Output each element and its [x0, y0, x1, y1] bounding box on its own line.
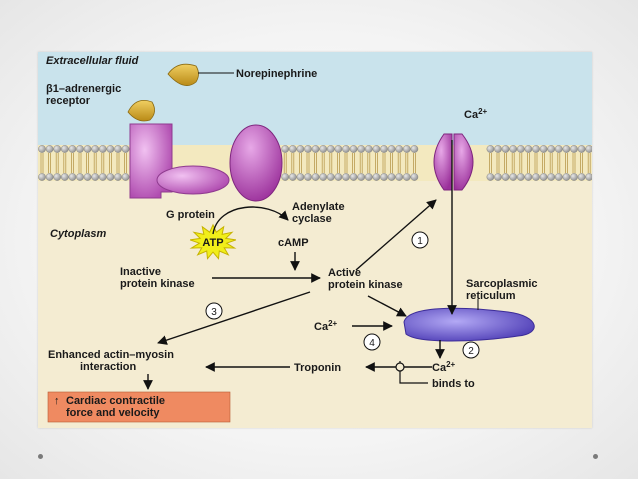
sarcoplasmic-label-1: Sarcoplasmic: [466, 278, 538, 290]
kinase-to-channel-arrow: [355, 199, 437, 271]
active-kinase-label-1: Active: [328, 267, 361, 279]
step-4-label: 4: [369, 338, 375, 349]
cytoplasm-label: Cytoplasm: [50, 228, 106, 240]
step-3-label: 3: [211, 307, 217, 318]
atp-burst: [189, 223, 237, 260]
step-2-label: 2: [468, 346, 474, 357]
kinase-to-enhanced-arrow: [157, 291, 311, 345]
sarcoplasmic-label-2: reticulum: [466, 290, 516, 302]
calcium-in-charge: 2+: [328, 319, 337, 328]
enhanced-interaction-label-1: Enhanced actin–myosin: [48, 349, 174, 361]
step-1-label: 1: [417, 236, 423, 247]
extracellular-fluid-label: Extracellular fluid: [46, 55, 139, 67]
g-protein-shape: [156, 165, 230, 195]
binds-to-node: [395, 362, 405, 372]
step-2-circle: [462, 341, 480, 359]
cell-membrane: [38, 145, 592, 181]
kinase-to-sr-arrow: [367, 295, 407, 317]
adenylate-cyclase-shape: [229, 124, 283, 202]
calcium-top-symbol: Ca: [464, 109, 479, 121]
calcium-top-label: Ca2+: [464, 107, 488, 121]
cardiac-result-label-2: force and velocity: [66, 407, 160, 419]
slide-dot-left: [38, 454, 43, 459]
g-protein-label: G protein: [166, 209, 215, 221]
active-kinase-label-2: protein kinase: [328, 279, 403, 291]
atp-label: ATP: [202, 237, 223, 249]
step-4-circle: [363, 333, 381, 351]
binds-to-label: binds to: [432, 378, 475, 390]
step-3-circle: [205, 302, 223, 320]
diagram: 1 2 3 4 Extracellular fluid Norepinephri…: [38, 52, 592, 428]
adenylate-cyclase-label-2: cyclase: [292, 213, 332, 225]
diagram-figure: 1 2 3 4 Extracellular fluid Norepinephri…: [38, 52, 592, 428]
calcium-sr-label: Ca2+: [432, 360, 456, 374]
cardiac-up-arrow: ↑: [54, 395, 60, 407]
atp-to-camp-arrow: [212, 206, 289, 235]
enhanced-interaction-label-2: interaction: [80, 361, 137, 373]
adenylate-cyclase-label-1: Adenylate: [292, 201, 345, 213]
troponin-label: Troponin: [294, 362, 341, 374]
beta1-receptor-label-1: β1–adrenergic: [46, 83, 121, 95]
calcium-in-label: Ca2+: [314, 319, 338, 333]
calcium-sr-symbol: Ca: [432, 362, 447, 374]
norepinephrine-ligand: [167, 63, 199, 86]
calcium-in-symbol: Ca: [314, 321, 329, 333]
calcium-sr-charge: 2+: [446, 360, 455, 369]
cardiac-result-box: [47, 391, 231, 423]
sarcoplasmic-reticulum-shape: [403, 307, 535, 342]
cardiac-result-label-1: Cardiac contractile: [66, 395, 165, 407]
calcium-top-charge: 2+: [478, 107, 487, 116]
beta1-receptor-label-2: receptor: [46, 95, 91, 107]
calcium-channel: [433, 133, 474, 191]
camp-label: cAMP: [278, 237, 309, 249]
receptor-ligand: [127, 99, 155, 122]
norepinephrine-label: Norepinephrine: [236, 68, 317, 80]
inactive-kinase-label-2: protein kinase: [120, 278, 195, 290]
step-1-circle: [411, 231, 429, 249]
inactive-kinase-label-1: Inactive: [120, 266, 161, 278]
slide-dot-right: [593, 454, 598, 459]
